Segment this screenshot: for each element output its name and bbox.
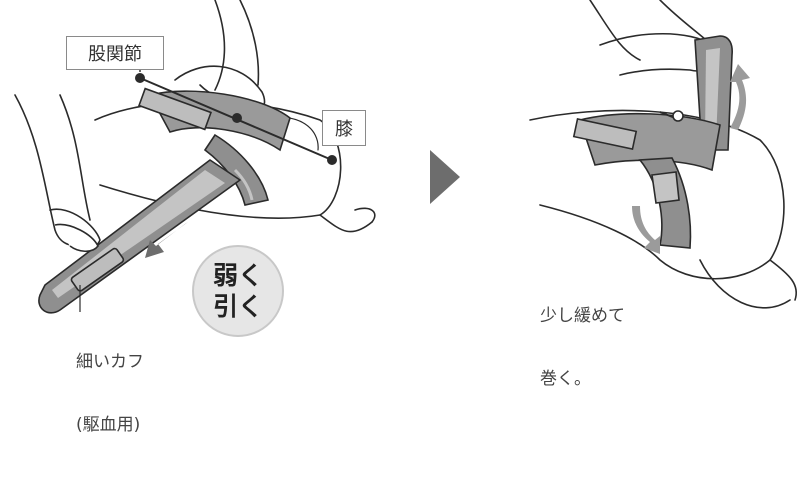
action-line-1: 弱く: [213, 260, 263, 291]
cuff-caption: 細いカフ (駆血用): [76, 310, 144, 478]
knee-label: 膝: [322, 110, 366, 146]
loosen-caption: 少し緩めて 巻く。: [540, 264, 625, 432]
cuff-caption-line-1: 細いカフ: [76, 352, 144, 373]
illustration-stage: 股関節 膝 弱く 引く 細いカフ (駆血用) 少し緩めて 巻く。: [0, 0, 809, 354]
holding-hand: [55, 225, 98, 252]
action-bubble: 弱く 引く: [192, 245, 284, 337]
cuff-caption-line-2: (駆血用): [76, 415, 144, 436]
action-line-2: 引く: [213, 291, 263, 322]
triangle-right-icon: [430, 150, 460, 204]
hip-joint-label: 股関節: [66, 36, 164, 70]
loosen-caption-line-2: 巻く。: [540, 369, 625, 390]
loosen-caption-line-1: 少し緩めて: [540, 306, 625, 327]
